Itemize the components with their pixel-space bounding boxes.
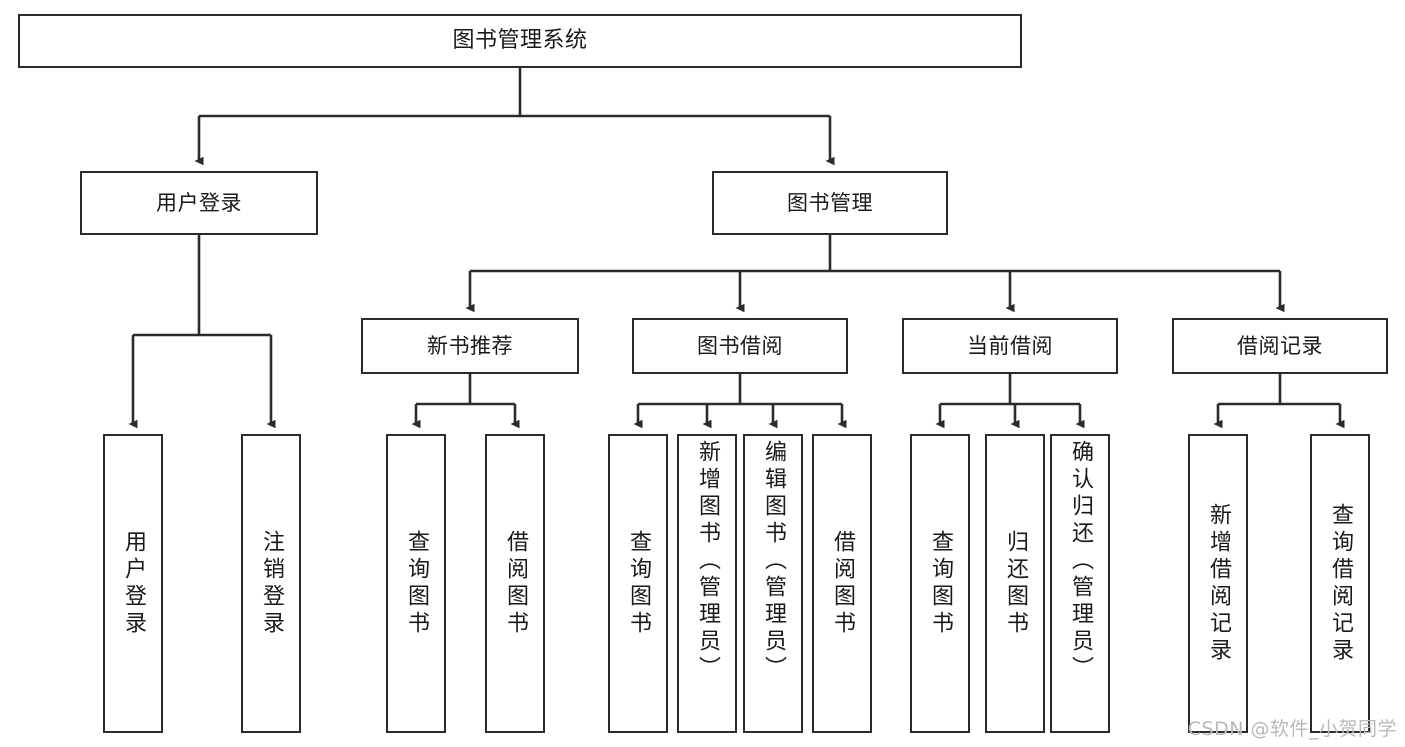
node-label-leaf-bb-query: 查询图书 (626, 529, 651, 638)
node-label-user-login: 用户登录 (156, 190, 242, 215)
node-leaf-cb-confirm[interactable]: 确认归还（管理员） (1050, 434, 1110, 733)
node-leaf-bb-add[interactable]: 新增图书（管理员） (677, 434, 737, 733)
node-leaf-br-query[interactable]: 查询借阅记录 (1310, 434, 1370, 733)
node-label-new-book-rec: 新书推荐 (427, 333, 513, 358)
node-root[interactable]: 图书管理系统 (18, 14, 1022, 68)
node-label-leaf-user-login: 用户登录 (121, 529, 146, 638)
node-leaf-user-logout[interactable]: 注销登录 (241, 434, 301, 733)
node-label-leaf-bb-edit: 编辑图书（管理员） (761, 440, 786, 683)
node-label-root: 图书管理系统 (452, 28, 588, 54)
node-label-leaf-user-logout: 注销登录 (259, 529, 284, 638)
node-leaf-rec-query[interactable]: 查询图书 (386, 434, 446, 733)
watermark-text: CSDN @软件_小贺同学 (1187, 718, 1397, 740)
node-label-leaf-rec-query: 查询图书 (404, 529, 429, 638)
node-leaf-cb-return[interactable]: 归还图书 (985, 434, 1045, 733)
node-label-book-borrow: 图书借阅 (697, 333, 783, 358)
node-label-leaf-br-query: 查询借阅记录 (1328, 502, 1353, 665)
node-user-login[interactable]: 用户登录 (80, 171, 318, 235)
node-label-current-borrow: 当前借阅 (967, 333, 1053, 358)
node-label-leaf-bb-borrow: 借阅图书 (830, 529, 855, 638)
node-book-manage[interactable]: 图书管理 (712, 171, 948, 235)
node-label-book-manage: 图书管理 (787, 190, 873, 215)
node-new-book-rec[interactable]: 新书推荐 (361, 318, 579, 374)
node-leaf-cb-query[interactable]: 查询图书 (910, 434, 970, 733)
node-leaf-bb-borrow[interactable]: 借阅图书 (812, 434, 872, 733)
node-book-borrow[interactable]: 图书借阅 (632, 318, 848, 374)
node-label-leaf-br-add: 新增借阅记录 (1206, 502, 1231, 665)
node-leaf-rec-borrow[interactable]: 借阅图书 (485, 434, 545, 733)
node-leaf-bb-query[interactable]: 查询图书 (608, 434, 668, 733)
node-leaf-bb-edit[interactable]: 编辑图书（管理员） (743, 434, 803, 733)
node-label-borrow-record: 借阅记录 (1237, 333, 1323, 358)
node-label-leaf-cb-return: 归还图书 (1003, 529, 1028, 638)
node-label-leaf-rec-borrow: 借阅图书 (503, 529, 528, 638)
node-label-leaf-cb-query: 查询图书 (928, 529, 953, 638)
node-leaf-user-login[interactable]: 用户登录 (103, 434, 163, 733)
node-label-leaf-bb-add: 新增图书（管理员） (695, 440, 720, 683)
node-leaf-br-add[interactable]: 新增借阅记录 (1188, 434, 1248, 733)
node-label-leaf-cb-confirm: 确认归还（管理员） (1068, 440, 1093, 683)
node-borrow-record[interactable]: 借阅记录 (1172, 318, 1388, 374)
node-current-borrow[interactable]: 当前借阅 (902, 318, 1118, 374)
